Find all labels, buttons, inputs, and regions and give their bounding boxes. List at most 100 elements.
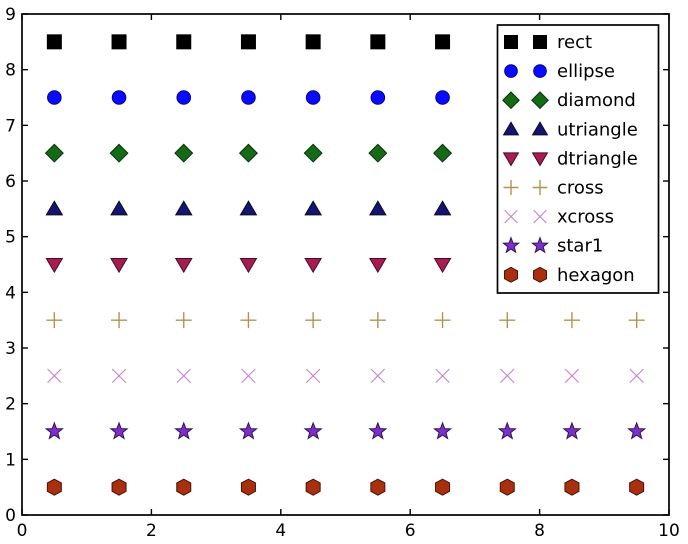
ellipse-marker <box>111 90 127 105</box>
series-xcross <box>47 368 644 384</box>
series-ellipse <box>47 90 644 105</box>
cross-marker <box>175 312 192 329</box>
cross-marker <box>369 312 386 329</box>
rect-marker <box>240 34 256 50</box>
star1-marker <box>238 421 258 440</box>
cross-marker <box>111 312 128 329</box>
xcross-marker <box>305 368 321 384</box>
y-tick-label: 8 <box>5 61 16 81</box>
xcross-marker <box>241 368 256 384</box>
legend-label: ellipse <box>557 61 615 82</box>
utriangle-marker <box>433 200 452 216</box>
rect-marker <box>176 34 192 50</box>
legend-ellipse-marker <box>533 64 547 78</box>
xcross-marker <box>500 368 515 384</box>
star1-marker <box>368 421 388 440</box>
series-cross <box>46 312 645 329</box>
legend-dtriangle-marker <box>531 152 549 167</box>
cross-marker <box>628 312 645 329</box>
legend-entry-utriangle: utriangle <box>502 119 638 140</box>
utriangle-marker <box>239 200 258 216</box>
legend-label: diamond <box>557 90 636 111</box>
ellipse-marker <box>305 90 321 105</box>
legend-utriangle-marker <box>531 121 549 136</box>
x-tick-label: 6 <box>405 521 416 541</box>
xcross-marker <box>111 368 127 384</box>
cross-marker <box>46 312 63 329</box>
legend-ellipse-marker <box>504 64 518 78</box>
x-tick-label: 0 <box>17 521 28 541</box>
x-tick-label: 4 <box>275 521 286 541</box>
legend-cross-marker <box>503 180 519 195</box>
legend-hexagon-marker <box>532 266 548 283</box>
star1-marker <box>562 421 582 440</box>
legend-diamond-marker <box>531 91 549 110</box>
dtriangle-marker <box>174 258 193 274</box>
hexagon-marker <box>499 478 515 496</box>
ellipse-marker <box>241 90 256 105</box>
legend-star1-marker <box>531 236 549 254</box>
rect-marker <box>305 34 321 50</box>
legend-hexagon-marker <box>503 266 519 283</box>
diamond-marker <box>368 143 388 163</box>
legend-utriangle-marker <box>502 121 520 136</box>
rect-marker <box>370 34 386 50</box>
utriangle-marker <box>304 200 323 216</box>
x-tick-label: 8 <box>534 521 545 541</box>
hexagon-marker <box>111 478 127 496</box>
dtriangle-marker <box>45 258 64 274</box>
legend-xcross-marker <box>533 209 547 224</box>
legend-dtriangle-marker <box>502 152 520 167</box>
legend-label: utriangle <box>557 119 638 140</box>
star1-marker <box>44 421 64 440</box>
y-tick-label: 7 <box>5 116 16 136</box>
xcross-marker <box>435 368 450 384</box>
hexagon-marker <box>176 478 192 496</box>
hexagon-marker <box>629 478 645 496</box>
diamond-marker <box>44 143 64 163</box>
legend-label: xcross <box>557 207 614 228</box>
y-tick-label: 4 <box>5 283 16 303</box>
legend-entry-star1: star1 <box>502 236 603 257</box>
y-tick-label: 9 <box>5 5 16 25</box>
hexagon-marker <box>435 478 451 496</box>
legend-entry-hexagon: hexagon <box>503 265 635 286</box>
legend-entry-dtriangle: dtriangle <box>502 148 638 169</box>
dtriangle-marker <box>239 258 258 274</box>
y-tick-label: 5 <box>5 228 16 248</box>
utriangle-marker <box>368 200 387 216</box>
xcross-marker <box>564 368 580 384</box>
ellipse-marker <box>47 90 62 105</box>
plot-border <box>21 13 670 516</box>
diamond-marker <box>238 143 258 163</box>
dtriangle-marker <box>433 258 452 274</box>
dtriangle-marker <box>368 258 387 274</box>
rect-marker <box>46 34 62 50</box>
star1-marker <box>174 421 194 440</box>
legend-star1-marker <box>502 236 520 254</box>
legend-entry-ellipse: ellipse <box>504 61 615 82</box>
axis-ticks <box>21 13 670 516</box>
legend-entry-rect: rect <box>503 32 592 53</box>
legend-label: hexagon <box>557 265 635 286</box>
xcross-marker <box>370 368 386 384</box>
legend-label: cross <box>557 178 604 199</box>
y-tick-label: 2 <box>5 395 16 415</box>
dtriangle-marker <box>110 258 128 274</box>
legend-diamond-marker <box>502 91 520 110</box>
ellipse-marker <box>370 90 386 105</box>
utriangle-marker <box>110 200 128 216</box>
series-hexagon <box>46 478 645 496</box>
legend-entry-diamond: diamond <box>502 90 636 111</box>
star1-marker <box>109 421 129 440</box>
rect-marker <box>111 34 127 50</box>
y-tick-label: 6 <box>5 172 16 192</box>
cross-marker <box>240 312 257 329</box>
xcross-marker <box>629 368 644 384</box>
legend-label: star1 <box>557 236 603 257</box>
hexagon-marker <box>46 478 62 496</box>
utriangle-marker <box>45 200 64 216</box>
